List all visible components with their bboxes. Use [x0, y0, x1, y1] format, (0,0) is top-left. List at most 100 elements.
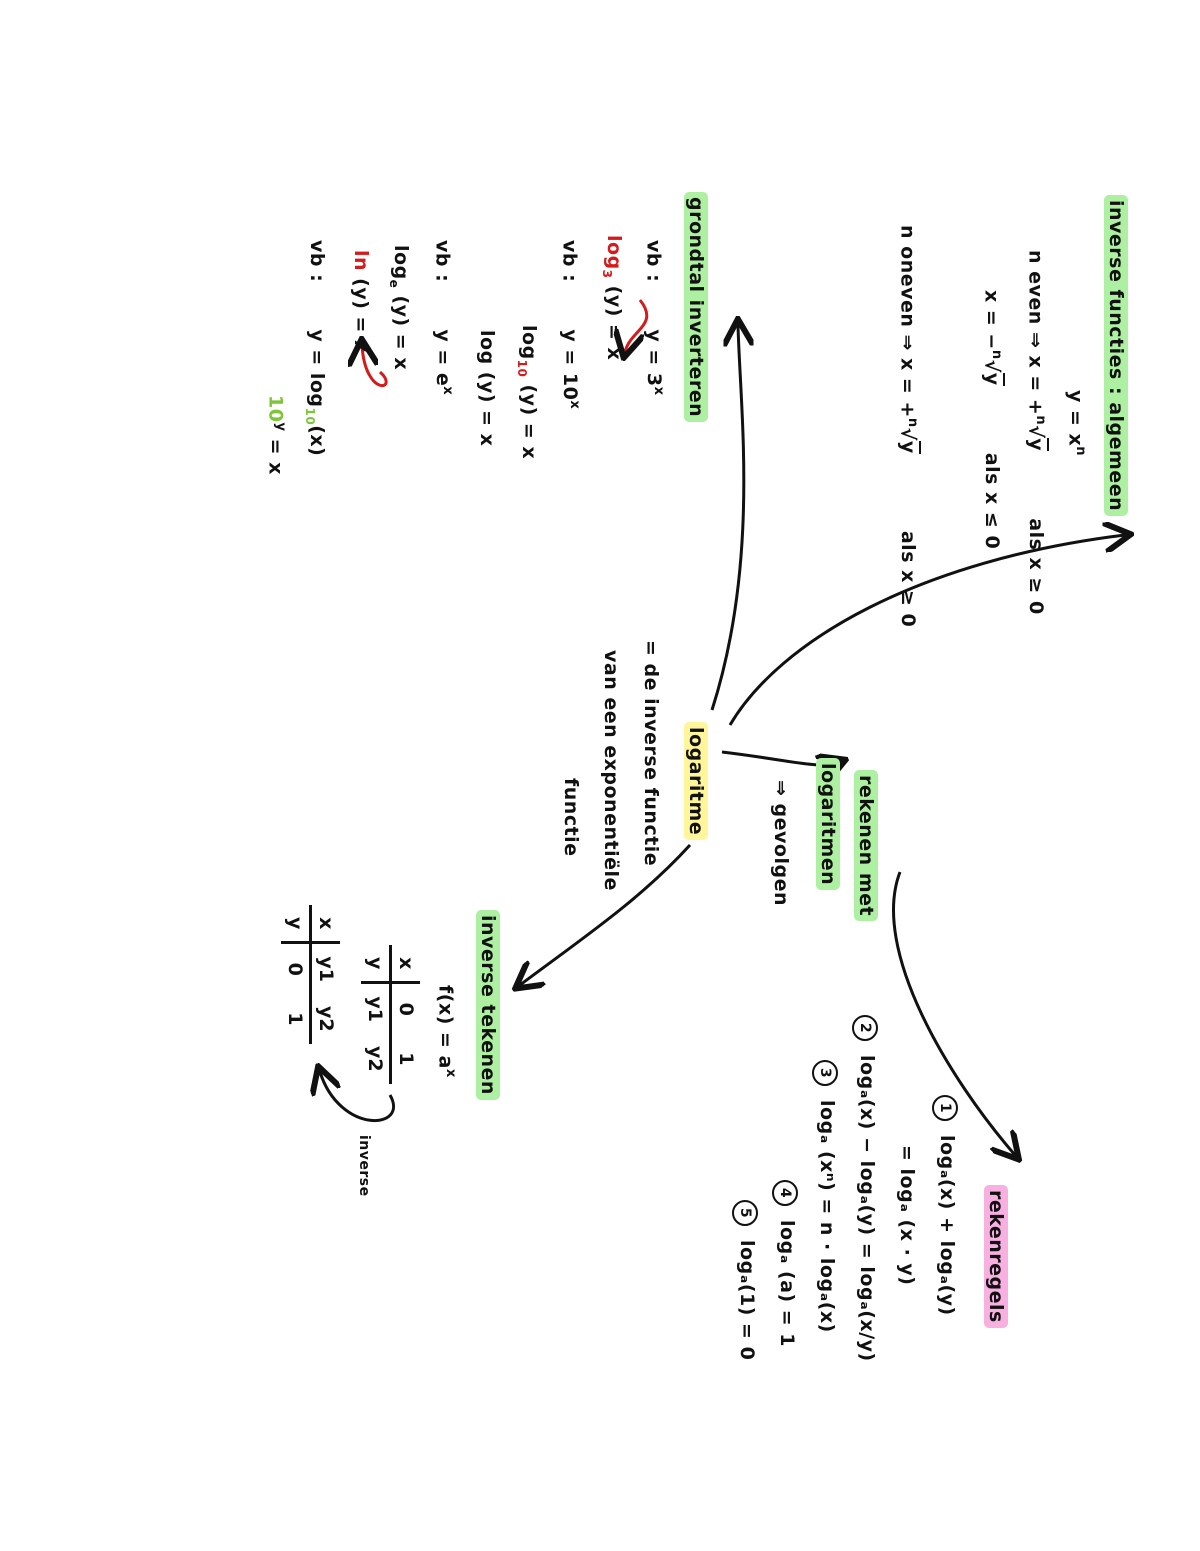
grondtal-vb1-log: log3 (y) = x	[600, 235, 625, 360]
vb2-eq: y = 10	[558, 329, 581, 401]
rule-1b: = logₐ (x · y)	[896, 1145, 918, 1285]
t2-r2-c2: 0	[284, 962, 306, 976]
rule-text-5: logₐ(1) = 0	[736, 1240, 758, 1361]
vb2-base: 10	[515, 359, 530, 378]
oneven-root-index: n	[905, 417, 920, 428]
center-definition-line1: = de inverse functie	[640, 640, 662, 867]
vb2-log: log	[518, 325, 540, 360]
inverse-arrow-label: inverse	[356, 1135, 372, 1197]
t2-r2-c1: y	[281, 905, 311, 943]
inverse-func-exp: x	[443, 1068, 458, 1078]
vb4-rest: (x)	[306, 425, 328, 457]
even-root-body: y	[1024, 438, 1049, 452]
oneven-prefix: n oneven ⇒ x = +	[896, 225, 919, 418]
vb1-base: 3	[600, 269, 615, 279]
vb4-pow-base: 10	[264, 395, 287, 423]
vb4-eq: y = log	[306, 329, 328, 408]
rule-3: 3 logₐ (xⁿ) = n · logₐ(x)	[812, 1060, 838, 1333]
even-prefix: n even ⇒ x = +	[1024, 250, 1047, 416]
vb1-exp: x	[651, 386, 666, 396]
even2-prefix: x = −	[980, 290, 1003, 350]
vb4-pow-rest: = x	[264, 438, 287, 475]
vb4-pow-exp: y	[273, 422, 288, 432]
t1-r1-c1: x	[390, 945, 420, 983]
rule-number-1: 1	[932, 1095, 958, 1121]
rule-number-3: 3	[812, 1060, 838, 1086]
inverse-func-text: f(x) = a	[434, 985, 457, 1069]
inverse-functies-title: inverse functies : algemeen	[1104, 195, 1128, 517]
rule-text-1: logₐ(x) + logₐ(y)	[936, 1135, 958, 1316]
inverse-tekenen-title: inverse tekenen	[476, 910, 500, 1100]
grondtal-vb4-pow: 10y = x	[265, 395, 288, 475]
rule-4: 4 logₐ (a) = 1	[772, 1180, 798, 1347]
grondtal-vb2-b: log (y) = x	[476, 330, 498, 447]
vb1-label: vb :	[642, 240, 665, 283]
rule-5: 5 logₐ(1) = 0	[732, 1200, 758, 1360]
t1-r2-c1: y	[361, 945, 391, 983]
vb3-rest: (y) = x	[390, 295, 412, 371]
oneven-root-body: y	[896, 440, 921, 454]
rule-text-4: logₐ (a) = 1	[776, 1220, 798, 1348]
t2-r2-c3: 1	[284, 1012, 306, 1026]
vb2-label: vb :	[558, 240, 581, 283]
arrow-to-inverse-tekenen	[520, 843, 692, 985]
rule-text-2: logₐ(x) − logₐ(y) = logₐ(x/y)	[856, 1055, 878, 1362]
rekenen-title-2: logaritmen	[816, 758, 840, 891]
arrow-to-grondtal	[710, 325, 744, 711]
center-definition-line3: functie	[560, 778, 582, 857]
grondtal-title: grondtal inverteren	[684, 192, 708, 423]
red-arrow-vb1	[625, 299, 649, 352]
grondtal-vb2-log: log10 (y) = x	[515, 325, 540, 459]
arrow-to-rekenregels	[892, 871, 1015, 1155]
inverse-even2-line: x = −n√y als x ≤ 0	[980, 290, 1005, 550]
inverse-eq: y = xn	[1065, 390, 1088, 456]
oneven-condition: als x ≥ 0	[896, 530, 919, 628]
inverse-oneven-line: n oneven ⇒ x = +n√y als x ≥ 0	[896, 225, 921, 628]
rule-1: 1 logₐ(x) + logₐ(y)	[932, 1095, 958, 1316]
grondtal-vb2: vb : y = 10x	[559, 240, 582, 409]
red-arrow-vb3	[362, 345, 388, 388]
vb3-log: log	[390, 245, 412, 280]
arrow-logaritme-rekenen-visible	[355, 747, 730, 775]
t1-r2-c3: y2	[364, 1046, 386, 1072]
vb3-ln-rest: (y) = x	[350, 278, 372, 353]
even2-condition: als x ≤ 0	[980, 452, 1003, 550]
even-condition: als x ≥ 0	[1024, 518, 1047, 615]
rekenen-note: ⇒ gevolgen	[770, 780, 792, 906]
vb2-exp: x	[567, 400, 582, 410]
even2-root-index: n	[989, 349, 1004, 360]
center-title: logaritme	[684, 722, 708, 841]
grondtal-vb1: vb : y = 3x	[643, 240, 666, 395]
vb3-ln: ln	[350, 250, 372, 272]
rule-text-1b: = logₐ (x · y)	[896, 1145, 918, 1286]
inverse-swap-arrow	[320, 1072, 395, 1122]
vb4-label: vb :	[306, 240, 328, 283]
inverse-eq-text: y = x	[1064, 390, 1087, 447]
vb3-base: e	[387, 279, 402, 289]
t1-r1-c3: 1	[390, 1034, 420, 1084]
grondtal-vb3-ln: ln (y) = x	[350, 250, 372, 353]
rule-number-4: 4	[772, 1180, 798, 1206]
rule-number-5: 5	[732, 1200, 758, 1226]
t1-r2-c2: y1	[364, 996, 386, 1022]
vb1-eq: y = 3	[642, 329, 665, 387]
center-definition-line2: van een exponentiële	[600, 650, 622, 891]
t2-r1-c1: x	[310, 905, 340, 943]
arrow-to-inverse-functies	[728, 535, 1125, 726]
rule-text-3: logₐ (xⁿ) = n · logₐ(x)	[816, 1100, 838, 1333]
vb1-log: log	[603, 235, 625, 270]
vb3-label: vb :	[431, 240, 454, 283]
t1-r1-c2: 0	[390, 982, 420, 1034]
rule-2: 2logₐ(x) − logₐ(y) = logₐ(x/y)	[852, 1015, 878, 1362]
inverse-even-line: n even ⇒ x = +n√y als x ≥ 0	[1024, 250, 1049, 615]
t2-r1-c3: y2	[310, 994, 340, 1044]
rekenregels-title: rekenregels	[984, 1185, 1008, 1328]
grondtal-vb3-log: loge (y) = x	[387, 245, 412, 370]
t2-r1-c2: y1	[310, 942, 340, 994]
grondtal-vb4: vb : y = log10(x)	[303, 240, 328, 456]
